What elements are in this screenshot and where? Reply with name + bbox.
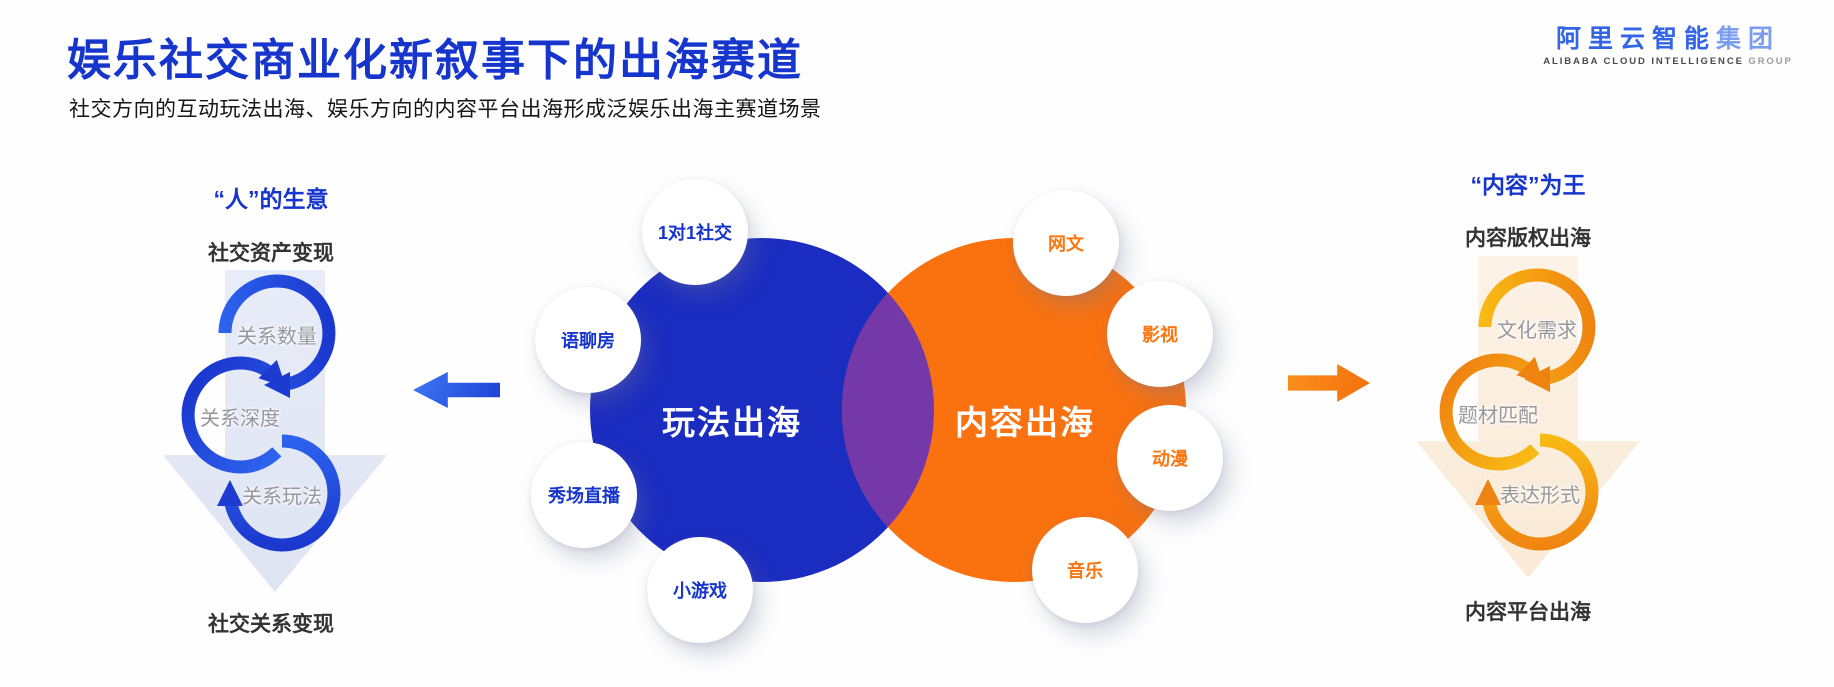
right-panel-heading: “内容”为王 <box>1470 172 1586 198</box>
venn-left-circle <box>590 238 934 582</box>
cycle-arrow-icon <box>217 434 341 552</box>
left-step-3: 关系玩法 <box>242 486 322 508</box>
right-step-2: 题材匹配 <box>1458 405 1538 427</box>
venn-right-satellite-0: 网文 <box>1013 190 1119 296</box>
left-step-2: 关系深度 <box>200 408 280 430</box>
page-title: 娱乐社交商业化新叙事下的出海赛道 <box>67 36 803 85</box>
left-panel-top-label: 社交资产变现 <box>208 242 334 265</box>
alibaba-cloud-logo: 阿里云智能集团 ALIBABA CLOUD INTELLIGENCE GROUP <box>1540 24 1796 67</box>
cycle-arrow-icon <box>218 274 336 398</box>
left-step-1: 关系数量 <box>237 326 317 348</box>
cycle-arrow-icon <box>1478 268 1596 392</box>
venn-left-satellite-2: 秀场直播 <box>531 442 637 548</box>
venn-right-label: 内容出海 <box>955 404 1095 441</box>
right-panel-bottom-label: 内容平台出海 <box>1465 601 1591 624</box>
left-panel-bottom-label: 社交关系变现 <box>208 613 334 636</box>
cycle-arrow-icon <box>181 356 287 474</box>
venn-left-satellite-1: 语聊房 <box>535 287 641 393</box>
venn-right-satellite-2: 动漫 <box>1117 405 1223 511</box>
right-step-1: 文化需求 <box>1497 320 1577 342</box>
venn-left-satellite-3: 小游戏 <box>647 537 753 643</box>
cycle-arrow-icon <box>1475 433 1599 551</box>
venn-right-circle <box>842 238 1186 582</box>
cycle-arrow-icon <box>1439 353 1545 471</box>
left-panel-heading: “人”的生意 <box>213 186 329 212</box>
page-subtitle: 社交方向的互动玩法出海、娱乐方向的内容平台出海形成泛娱乐出海主赛道场景 <box>69 98 822 121</box>
venn-left-label: 玩法出海 <box>662 404 802 441</box>
venn-left-satellite-0: 1对1社交 <box>642 179 748 285</box>
venn-right-satellite-3: 音乐 <box>1032 517 1138 623</box>
venn-right-satellite-1: 影视 <box>1107 281 1213 387</box>
logo-chinese-wordmark: 阿里云智能集团 <box>1555 25 1781 53</box>
right-panel-top-label: 内容版权出海 <box>1465 227 1591 250</box>
logo-english-wordmark: ALIBABA CLOUD INTELLIGENCE GROUP <box>1543 56 1793 67</box>
right-step-3: 表达形式 <box>1500 485 1580 507</box>
